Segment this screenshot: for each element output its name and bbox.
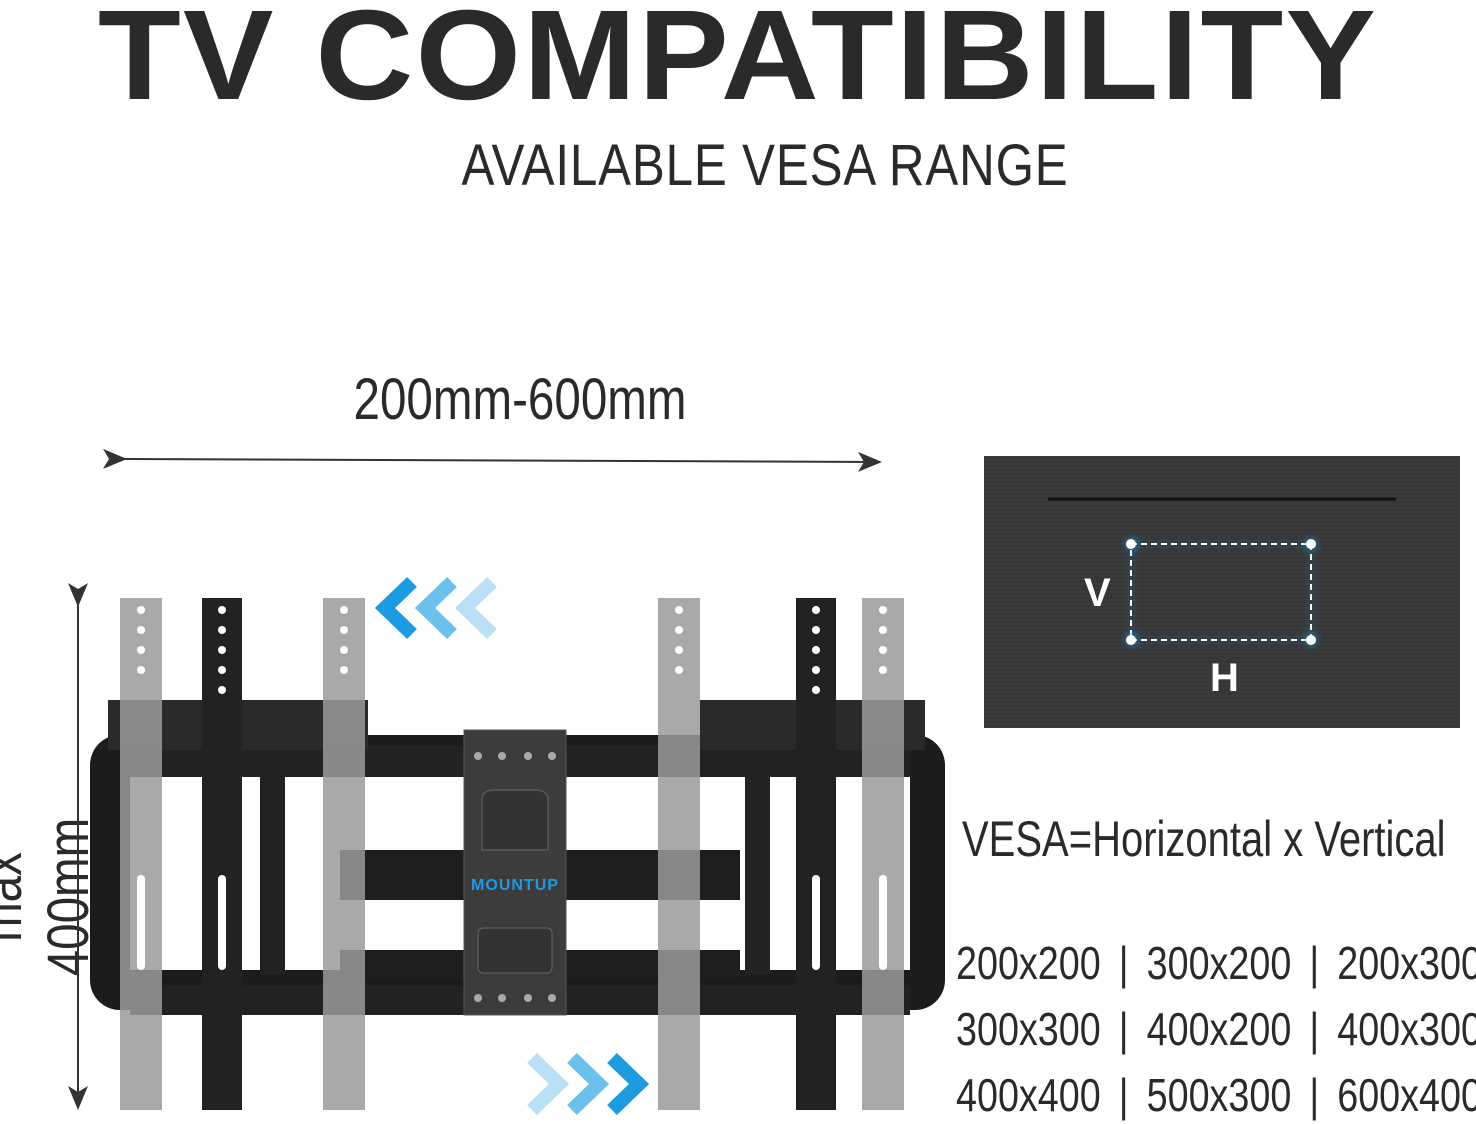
center-plate bbox=[463, 729, 567, 1016]
vesa-size: 200x300 bbox=[1337, 937, 1476, 989]
brand-logo: MOUNTUP bbox=[471, 877, 559, 894]
vesa-row: 400x400 | 500x300 | 600x400 bbox=[956, 1068, 1476, 1122]
chevrons-right-icon bbox=[527, 1052, 650, 1116]
tv-back-diagram: V H bbox=[984, 456, 1460, 728]
vesa-size: 300x200 bbox=[1146, 937, 1292, 989]
vesa-size: 400x200 bbox=[1146, 1003, 1292, 1055]
vesa-size: 500x300 bbox=[1146, 1069, 1292, 1121]
page-title: TV COMPATIBILITY bbox=[97, 0, 1379, 127]
vesa-row: 200x200 | 300x200 | 200x300 bbox=[956, 936, 1476, 990]
vertical-label: V bbox=[1084, 571, 1111, 615]
separator: | bbox=[1118, 1069, 1129, 1121]
vesa-formula: VESA=Horizontal x Vertical bbox=[962, 811, 1446, 867]
horizontal-arrow bbox=[102, 448, 882, 472]
separator: | bbox=[1309, 1069, 1320, 1121]
chevrons-left-icon bbox=[374, 576, 497, 640]
vesa-size: 200x200 bbox=[956, 937, 1101, 989]
separator: | bbox=[1118, 937, 1129, 989]
separator: | bbox=[1309, 937, 1320, 989]
separator: | bbox=[1118, 1003, 1129, 1055]
vesa-size: 400x300 bbox=[1337, 1003, 1476, 1055]
vesa-size: 600x400 bbox=[1337, 1069, 1476, 1121]
horizontal-range-label: 200mm-600mm bbox=[353, 367, 687, 432]
separator: | bbox=[1309, 1003, 1320, 1055]
vesa-size: 400x400 bbox=[956, 1069, 1101, 1121]
page-subtitle: AVAILABLE VESA RANGE bbox=[461, 133, 1069, 198]
vesa-size: 300x300 bbox=[956, 1003, 1101, 1055]
horizontal-label: H bbox=[1210, 656, 1239, 700]
vesa-row: 300x300 | 400x200 | 400x300 bbox=[956, 1002, 1476, 1056]
tv-arms-dark bbox=[202, 598, 836, 1110]
tv-arms bbox=[120, 598, 904, 1110]
